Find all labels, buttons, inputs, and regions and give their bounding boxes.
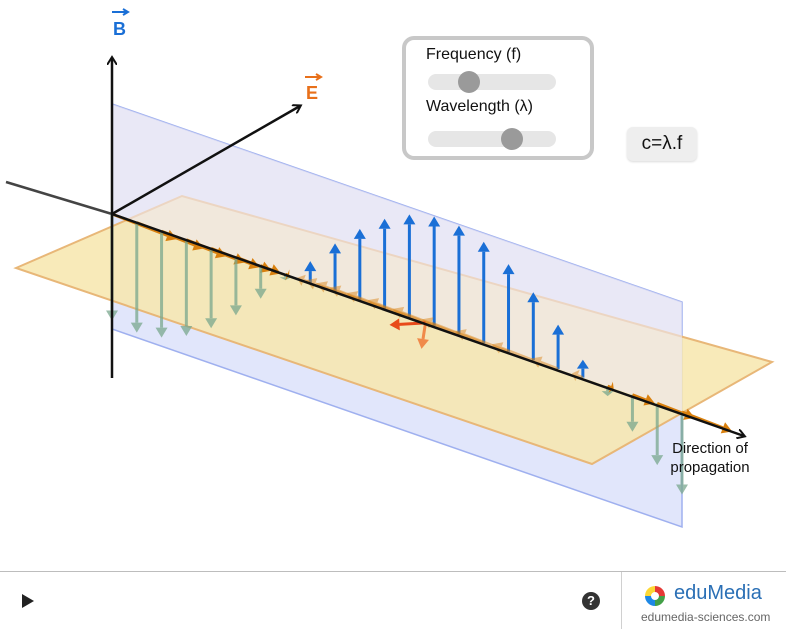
e-field-arrow xyxy=(455,329,510,354)
b-field-arrow xyxy=(428,216,441,326)
b-field-arrow xyxy=(155,231,168,338)
e-field-arrow xyxy=(572,369,584,382)
b-field-arrow xyxy=(676,412,688,495)
b-field-arrow xyxy=(477,241,490,344)
footer-bar: ? eduMedia edumedia-sciences.com xyxy=(0,571,786,629)
plane-intersection-shade xyxy=(112,104,682,412)
propagation-axis xyxy=(111,212,744,436)
e-field-arrow xyxy=(421,317,485,345)
frequency-label: Frequency (f) xyxy=(426,46,522,63)
wavelength-slider-thumb[interactable] xyxy=(501,128,524,150)
b-field-arrow xyxy=(452,225,465,335)
b-field-arrow xyxy=(304,261,317,283)
b-field-arrow xyxy=(576,359,589,378)
b-field-arrow xyxy=(378,218,391,309)
e-field-arrow xyxy=(392,306,460,336)
wavelength-label: Wavelength (λ) xyxy=(426,98,533,115)
brand-name: eduMedia xyxy=(674,582,762,604)
b-vector-arrow-icon xyxy=(112,8,130,16)
propagation-axis-rear xyxy=(5,180,113,216)
b-field-arrow xyxy=(353,228,366,301)
propagation-label-line2: propagation xyxy=(670,459,750,476)
help-icon[interactable]: ? xyxy=(582,592,600,610)
b-field-arrow xyxy=(205,248,218,329)
b-field-arrow xyxy=(552,324,565,369)
brand-url: edumedia-sciences.com xyxy=(641,610,771,624)
wavelength-slider[interactable] xyxy=(428,128,556,150)
propagation-label-line1: Direction of xyxy=(672,440,748,457)
b-field-arrow xyxy=(651,403,664,466)
b-field-arrow xyxy=(229,257,242,316)
control-panel: Frequency (f) Wavelength (λ) xyxy=(402,36,594,160)
footer-divider xyxy=(621,572,622,629)
b-field-arrow xyxy=(130,222,143,333)
b-field-arrow xyxy=(626,394,639,432)
b-field-arrow xyxy=(527,292,540,361)
b-field-highlight-arrow xyxy=(417,322,429,349)
propagation-label: Direction of propagation xyxy=(655,439,765,477)
e-field-arrow xyxy=(491,342,534,362)
frequency-slider-thumb[interactable] xyxy=(457,71,480,93)
frequency-slider[interactable] xyxy=(428,71,556,93)
e-field-arrow xyxy=(329,285,386,311)
b-field-arrow xyxy=(502,264,515,352)
b-field-arrow xyxy=(329,243,342,292)
e-axis-text: E xyxy=(306,83,319,103)
edumedia-logo-icon xyxy=(645,586,665,606)
b-axis-text: B xyxy=(113,19,126,39)
e-axis xyxy=(111,106,300,216)
play-icon[interactable] xyxy=(22,594,34,608)
e-vector-arrow-icon xyxy=(305,73,323,81)
b-field-arrow xyxy=(403,214,416,318)
b-field-arrow xyxy=(180,239,193,337)
formula-button[interactable]: c=λ.f xyxy=(627,127,697,161)
wave-scene xyxy=(5,0,775,529)
e-field-arrow xyxy=(346,291,410,319)
b-field-arrow xyxy=(254,265,267,299)
